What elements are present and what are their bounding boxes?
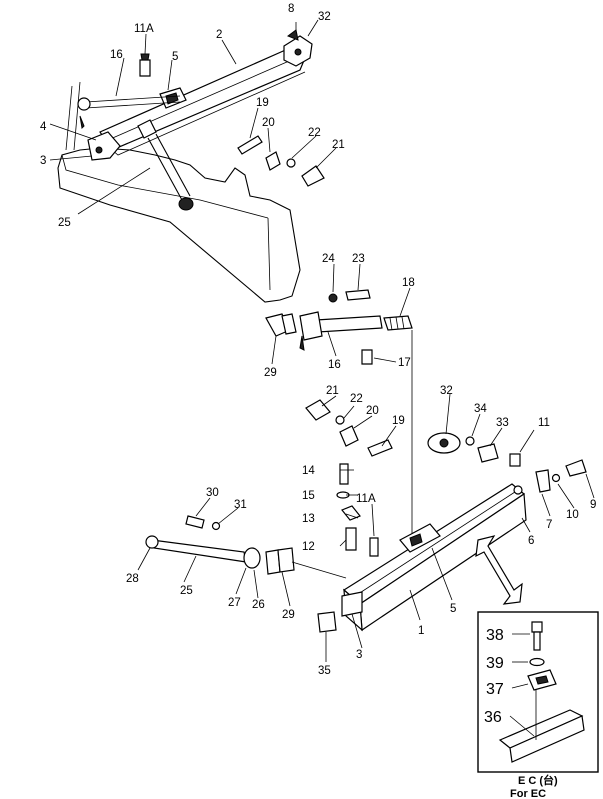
callout-15-low: 15 [302,490,315,502]
callout-27-low: 27 [228,597,241,609]
callout-16-top: 16 [110,49,123,61]
double-arrow [475,535,523,605]
callout-1-low: 1 [418,625,424,637]
callout-19-low: 19 [392,415,405,427]
callout-25-low: 25 [180,585,193,597]
callout-19-top: 19 [256,97,269,109]
callout-29-mid: 29 [264,367,277,379]
inset-caption-code: E C (台) [518,773,558,787]
callout-35-low: 35 [318,665,331,677]
callout-30-low: 30 [206,487,219,499]
callout-14-low: 14 [302,465,315,477]
callout-2-top: 2 [216,29,222,41]
callout-5-top: 5 [172,51,178,63]
callout-12-low: 12 [302,541,315,553]
callout-17-mid: 17 [398,357,411,369]
callout-5-low: 5 [450,603,456,615]
callout-20-top: 20 [262,117,275,129]
callout-38-inset: 38 [486,627,504,644]
callout-21-low: 21 [326,385,339,397]
callout-7-low: 7 [546,519,552,531]
callout-3-top: 3 [40,155,46,167]
callout-32-top: 32 [318,11,331,23]
callout-29-low: 29 [282,609,295,621]
callout-18-mid: 18 [402,277,415,289]
callout-3-low: 3 [356,649,362,661]
callout-24-mid: 24 [322,253,335,265]
callout-6-low: 6 [528,535,534,547]
callout-26-low: 26 [252,599,265,611]
callout-22-top: 22 [308,127,321,139]
callout-37-inset: 37 [486,681,504,698]
callout-11a-low: 11A [356,493,376,505]
callout-34-low: 34 [474,403,487,415]
callout-13-low: 13 [302,513,315,525]
top-assembly [49,19,337,303]
callout-8-top: 8 [288,3,294,15]
callout-10-low: 10 [566,509,579,521]
callout-20-low: 20 [366,405,379,417]
callout-32-low: 32 [440,385,453,397]
callout-39-inset: 39 [486,655,504,672]
callout-25-top: 25 [58,217,71,229]
callout-9-low: 9 [590,499,596,511]
callout-4-top: 4 [40,121,47,133]
callout-11-low: 11 [538,417,550,429]
callout-36-inset: 36 [484,709,502,726]
callout-23-mid: 23 [352,253,365,265]
left-bracket [87,131,121,161]
callout-22-low: 22 [350,393,363,405]
callout-21-top: 21 [332,139,345,151]
callout-11a-top: 11A [134,23,154,35]
callout-16-mid: 16 [328,359,341,371]
callout-31-low: 31 [234,499,247,511]
lower-assembly [137,393,595,662]
blade [57,147,301,303]
inset-box [477,611,599,773]
middle-assembly [265,263,413,540]
inset-caption-text: For EC [510,788,546,799]
callout-28-low: 28 [126,573,139,585]
callout-33-low: 33 [496,417,509,429]
